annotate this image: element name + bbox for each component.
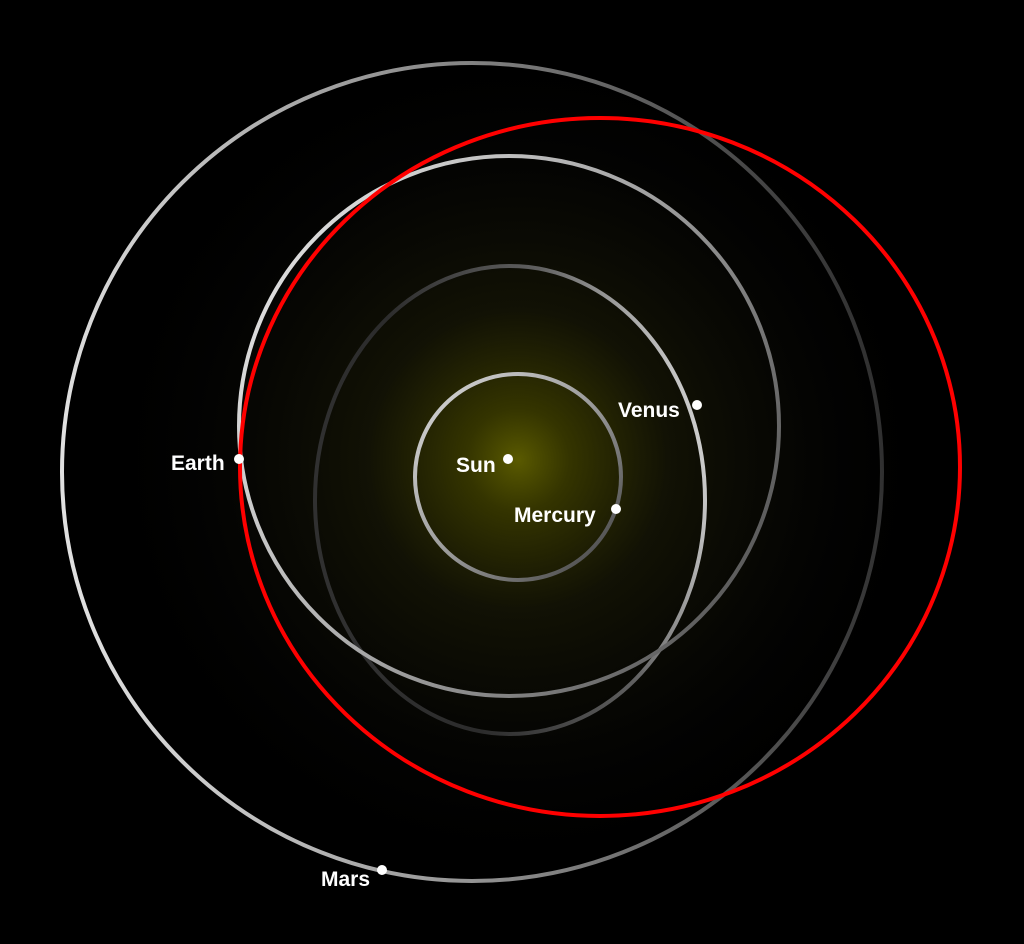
venus-label: Venus [618, 399, 680, 422]
mars-orbit [60, 61, 884, 883]
highlighted-orbit [238, 116, 962, 818]
mercury-orbit [413, 372, 623, 582]
sun-dot [503, 454, 513, 464]
sun-glow [88, 30, 948, 890]
earth-orbit [237, 154, 781, 698]
mars-dot [377, 865, 387, 875]
earth-label: Earth [171, 452, 225, 475]
mars-label: Mars [321, 868, 370, 891]
venus-dot [692, 400, 702, 410]
mercury-dot [611, 504, 621, 514]
earth-dot [234, 454, 244, 464]
mercury-label: Mercury [514, 504, 596, 527]
venus-orbit [313, 264, 707, 736]
sun-label: Sun [456, 454, 496, 477]
